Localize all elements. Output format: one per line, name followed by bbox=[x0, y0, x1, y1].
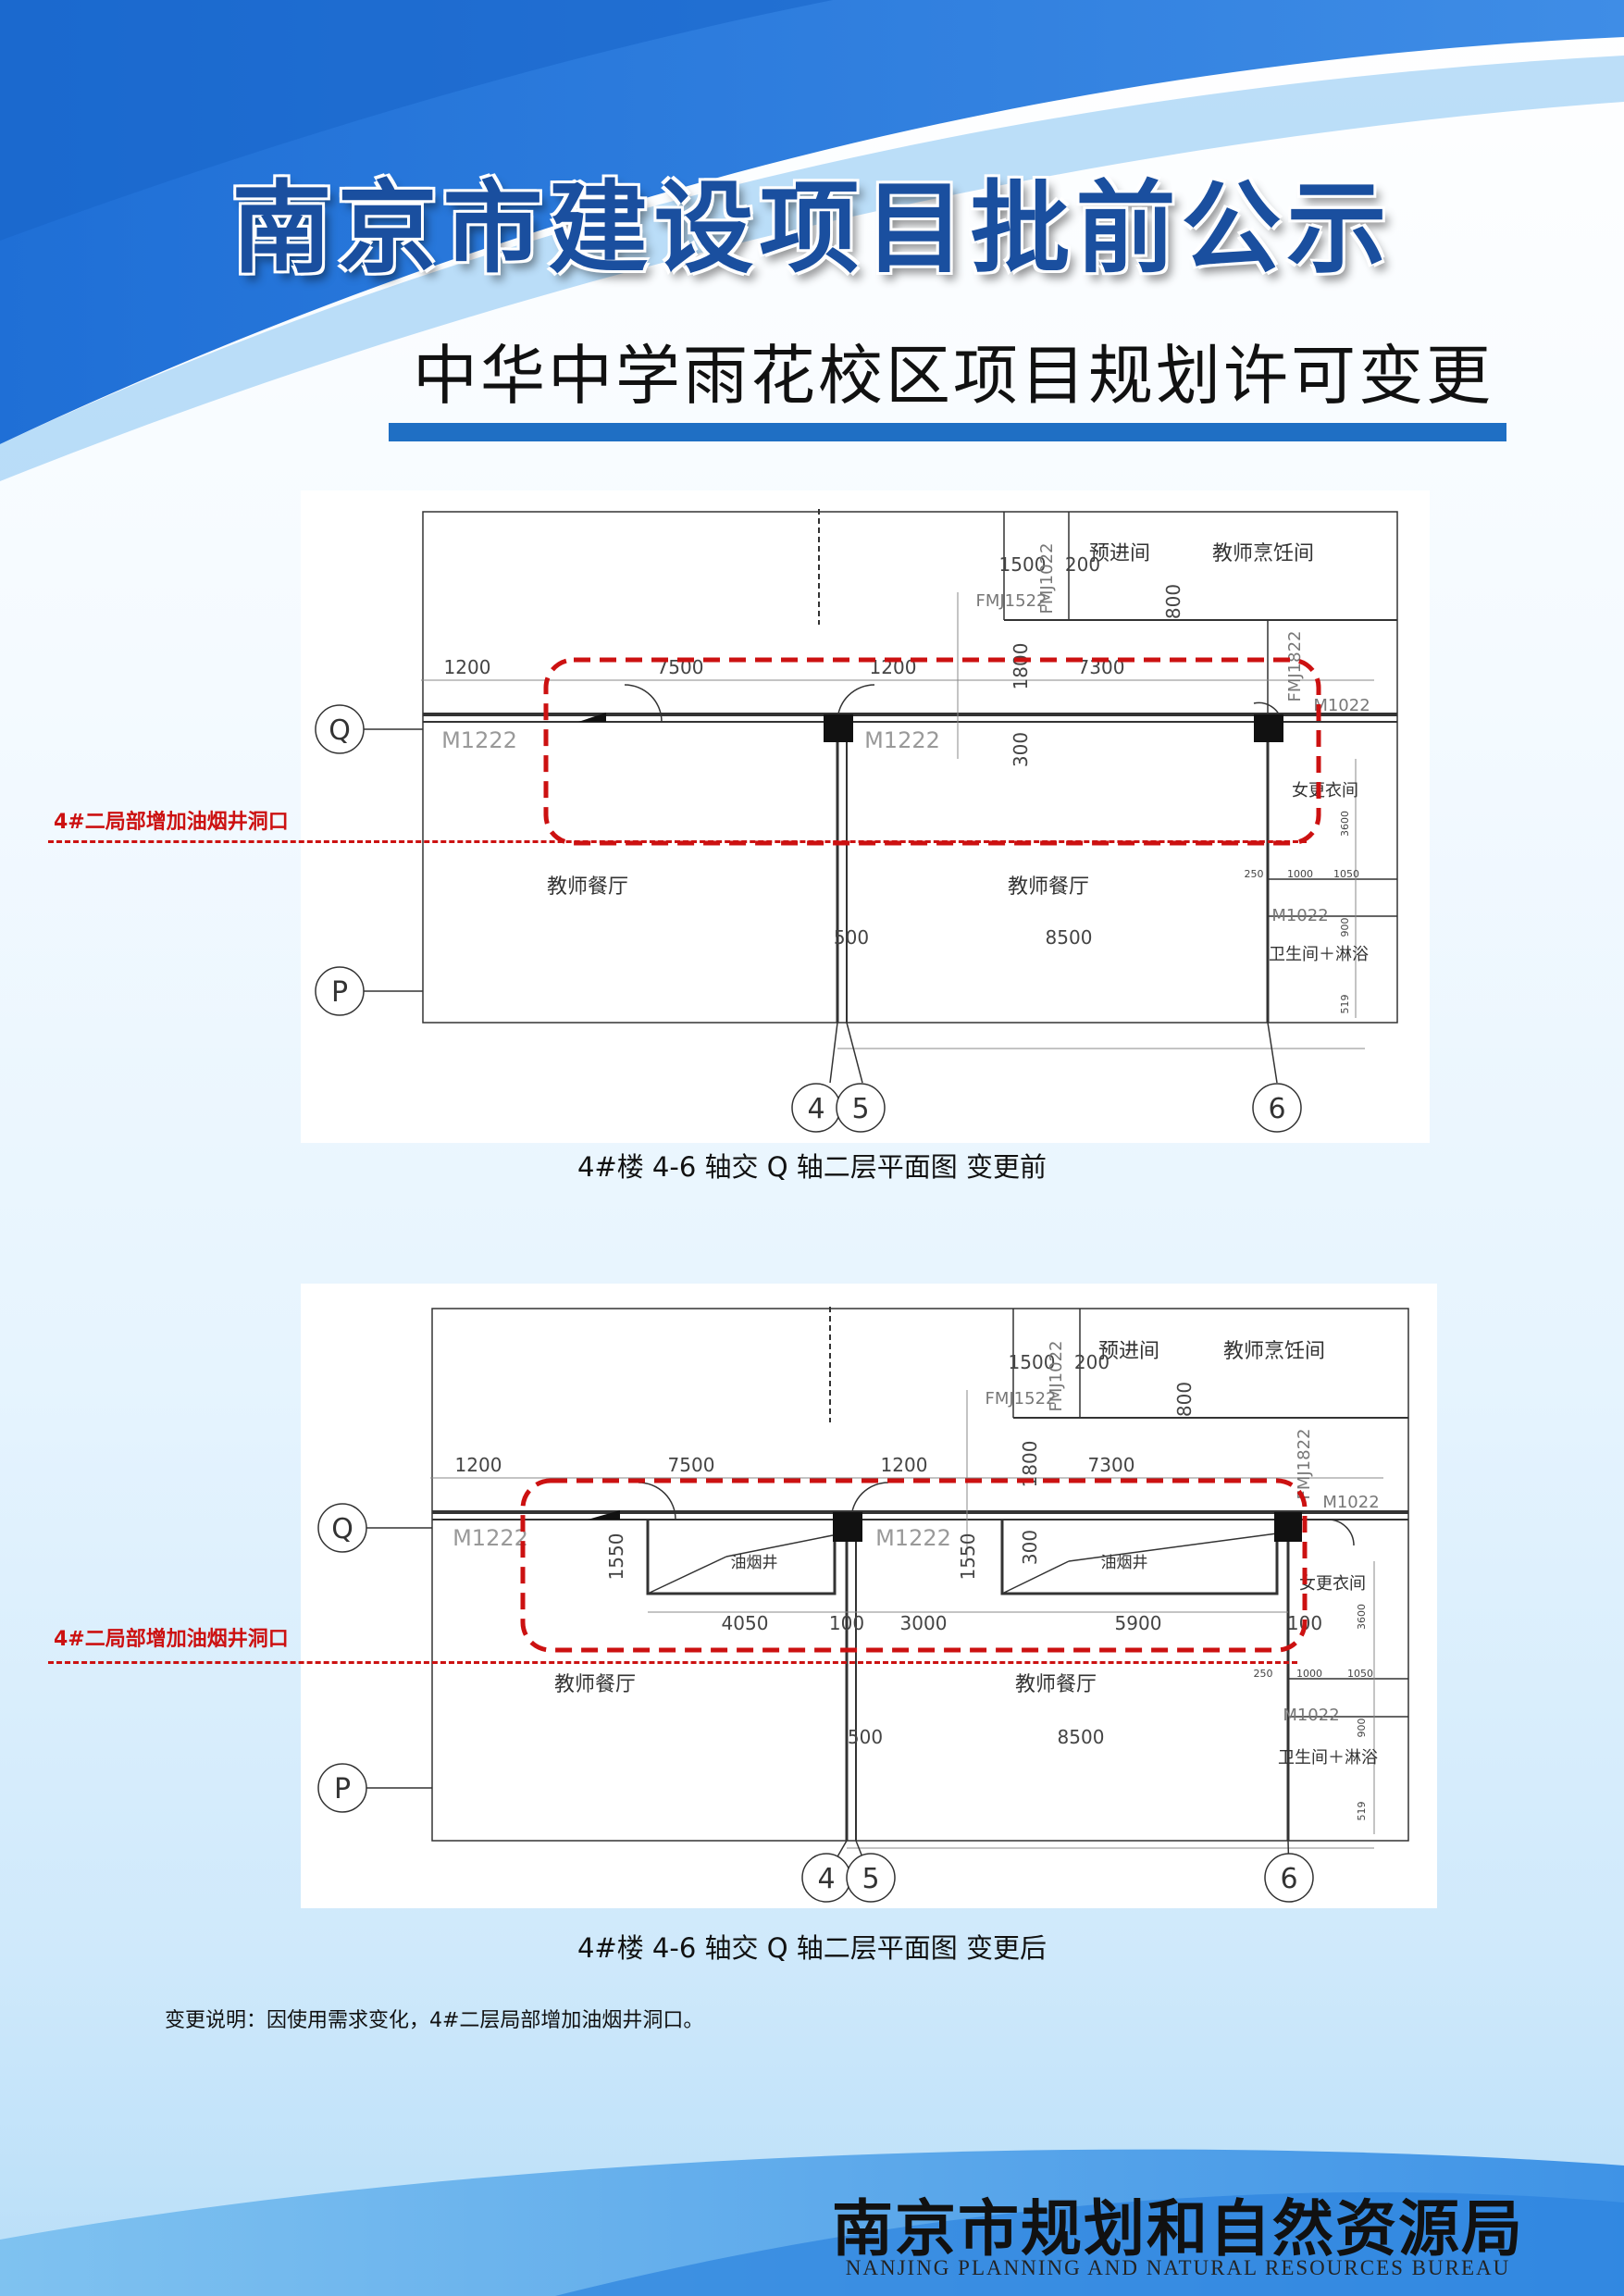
dim-1000: 1000 bbox=[1296, 1668, 1322, 1680]
room-dining-left: 教师餐厅 bbox=[554, 1673, 636, 1696]
column-4-marker bbox=[824, 714, 853, 742]
axis-6-label: 6 bbox=[1268, 1093, 1285, 1125]
dim-300: 300 bbox=[1010, 732, 1032, 767]
door-m1222b: M1222 bbox=[864, 727, 940, 753]
dim-1550a: 1550 bbox=[605, 1533, 627, 1581]
dim-3000: 3000 bbox=[900, 1612, 948, 1634]
dim-7300: 7300 bbox=[1088, 1454, 1135, 1476]
room-locker: 女更衣间 bbox=[1299, 1574, 1366, 1594]
dim-1050: 1050 bbox=[1347, 1668, 1373, 1680]
annotation-before-leader bbox=[48, 840, 1307, 843]
door-m1022a: M1022 bbox=[1322, 1493, 1379, 1512]
floor-plan-before-svg: Q P 4 5 6 教师餐厅 教师餐厅 预进间 教师烹饪间 女更衣间 卫生间＋淋… bbox=[315, 509, 1398, 1133]
dim-1550b: 1550 bbox=[957, 1533, 979, 1581]
axis-4-label: 4 bbox=[807, 1093, 824, 1125]
footer-agency-cn: 南京市规划和自然资源局 bbox=[832, 2192, 1524, 2265]
dim-3600: 3600 bbox=[1339, 811, 1351, 837]
axis-p-label: P bbox=[331, 976, 348, 1009]
dim-8500: 8500 bbox=[1058, 1726, 1105, 1748]
door-fmj1522: FMJ1522 bbox=[975, 591, 1047, 611]
annotation-after-label: 4#二局部增加油烟井洞口 bbox=[54, 1628, 289, 1651]
dim-500: 500 bbox=[834, 926, 869, 949]
door-m1222a: M1222 bbox=[452, 1525, 528, 1551]
axis-4-label: 4 bbox=[817, 1863, 835, 1895]
door-m1022b: M1022 bbox=[1271, 906, 1328, 925]
room-kitchen: 教师烹饪间 bbox=[1212, 542, 1314, 565]
shaft-right-label: 油烟井 bbox=[1101, 1554, 1148, 1572]
dim-300: 300 bbox=[1019, 1530, 1041, 1565]
title-underline-bar bbox=[389, 423, 1506, 441]
dim-100a: 100 bbox=[829, 1612, 864, 1634]
axis-6-label: 6 bbox=[1280, 1863, 1297, 1895]
shaft-left-label: 油烟井 bbox=[731, 1554, 778, 1572]
room-dining-right: 教师餐厅 bbox=[1015, 1673, 1097, 1696]
annotation-before-label: 4#二局部增加油烟井洞口 bbox=[54, 811, 289, 834]
dim-900: 900 bbox=[1356, 1719, 1368, 1738]
dim-519: 519 bbox=[1356, 1802, 1368, 1821]
door-fmj1822: FMJ1822 bbox=[1285, 630, 1305, 701]
dim-1800: 1800 bbox=[1010, 643, 1032, 690]
room-prep: 预进间 bbox=[1098, 1340, 1159, 1363]
dim-5900: 5900 bbox=[1115, 1612, 1162, 1634]
room-kitchen: 教师烹饪间 bbox=[1223, 1340, 1325, 1363]
room-dining-right: 教师餐厅 bbox=[1008, 875, 1089, 899]
door-fmj1522: FMJ1522 bbox=[985, 1389, 1056, 1409]
dim-1500: 1500 bbox=[999, 553, 1047, 576]
dim-900: 900 bbox=[1339, 918, 1351, 937]
change-note: 变更说明：因使用需求变化，4#二层局部增加油烟井洞口。 bbox=[165, 2009, 704, 2032]
column-6-marker bbox=[1254, 714, 1283, 742]
dim-200: 200 bbox=[1074, 1351, 1110, 1373]
sub-title: 中华中学雨花校区项目规划许可变更 bbox=[413, 338, 1494, 414]
dim-800: 800 bbox=[1173, 1382, 1196, 1417]
room-wc: 卫生间＋淋浴 bbox=[1278, 1748, 1378, 1768]
dim-4050: 4050 bbox=[722, 1612, 769, 1634]
door-m1222b: M1222 bbox=[875, 1525, 951, 1551]
door-m1022b: M1022 bbox=[1283, 1706, 1339, 1725]
axis-q-label: Q bbox=[329, 714, 351, 747]
axis-q-label: Q bbox=[331, 1513, 353, 1545]
dim-500: 500 bbox=[848, 1726, 883, 1748]
change-area-highlight bbox=[520, 1478, 1308, 1653]
room-prep: 预进间 bbox=[1089, 542, 1150, 565]
dim-250: 250 bbox=[1254, 1668, 1273, 1680]
dim-1200a: 1200 bbox=[444, 656, 491, 678]
room-dining-left: 教师餐厅 bbox=[547, 875, 628, 899]
column-4-marker bbox=[833, 1512, 862, 1542]
dim-3600: 3600 bbox=[1356, 1604, 1368, 1630]
dim-1050: 1050 bbox=[1333, 868, 1359, 880]
dim-7500: 7500 bbox=[668, 1454, 715, 1476]
main-title: 南京市建设项目批前公示 bbox=[231, 170, 1393, 287]
axis-p-label: P bbox=[334, 1773, 351, 1806]
floor-plan-before: Q P 4 5 6 教师餐厅 教师餐厅 预进间 教师烹饪间 女更衣间 卫生间＋淋… bbox=[301, 490, 1430, 1143]
dim-1500: 1500 bbox=[1009, 1351, 1056, 1373]
axis-5-label: 5 bbox=[851, 1093, 869, 1125]
door-fmj1022: FMJ1022 bbox=[1047, 1340, 1066, 1411]
caption-after: 4#楼 4-6 轴交 Q 轴二层平面图 变更后 bbox=[576, 1932, 1048, 1964]
dim-1000: 1000 bbox=[1287, 868, 1313, 880]
door-fmj1822: FMJ1822 bbox=[1295, 1428, 1314, 1499]
axis-5-label: 5 bbox=[862, 1863, 879, 1895]
dim-8500: 8500 bbox=[1046, 926, 1093, 949]
dim-800: 800 bbox=[1162, 584, 1184, 619]
dim-519: 519 bbox=[1339, 995, 1351, 1014]
column-6-marker bbox=[1274, 1512, 1302, 1542]
dim-1200b: 1200 bbox=[881, 1454, 928, 1476]
annotation-after-leader bbox=[48, 1661, 1297, 1664]
dim-250: 250 bbox=[1245, 868, 1264, 880]
floor-plan-after-svg: Q P 4 5 6 教师餐厅 教师餐厅 预进间 教师烹饪间 女更衣间 卫生间＋淋… bbox=[317, 1307, 1409, 1903]
smoke-shafts bbox=[646, 1520, 1279, 1595]
caption-before: 4#楼 4-6 轴交 Q 轴二层平面图 变更前 bbox=[576, 1151, 1048, 1183]
footer-agency-en: NANJING PLANNING AND NATURAL RESOURCES B… bbox=[845, 2256, 1511, 2279]
floor-plan-after: Q P 4 5 6 教师餐厅 教师餐厅 预进间 教师烹饪间 女更衣间 卫生间＋淋… bbox=[301, 1284, 1437, 1908]
room-locker: 女更衣间 bbox=[1292, 781, 1358, 800]
room-wc: 卫生间＋淋浴 bbox=[1269, 945, 1369, 964]
door-m1222a: M1222 bbox=[441, 727, 517, 753]
dim-200: 200 bbox=[1065, 553, 1100, 576]
dim-1200a: 1200 bbox=[455, 1454, 502, 1476]
door-fmj1022: FMJ1022 bbox=[1037, 542, 1057, 614]
door-m1022a: M1022 bbox=[1313, 696, 1370, 715]
